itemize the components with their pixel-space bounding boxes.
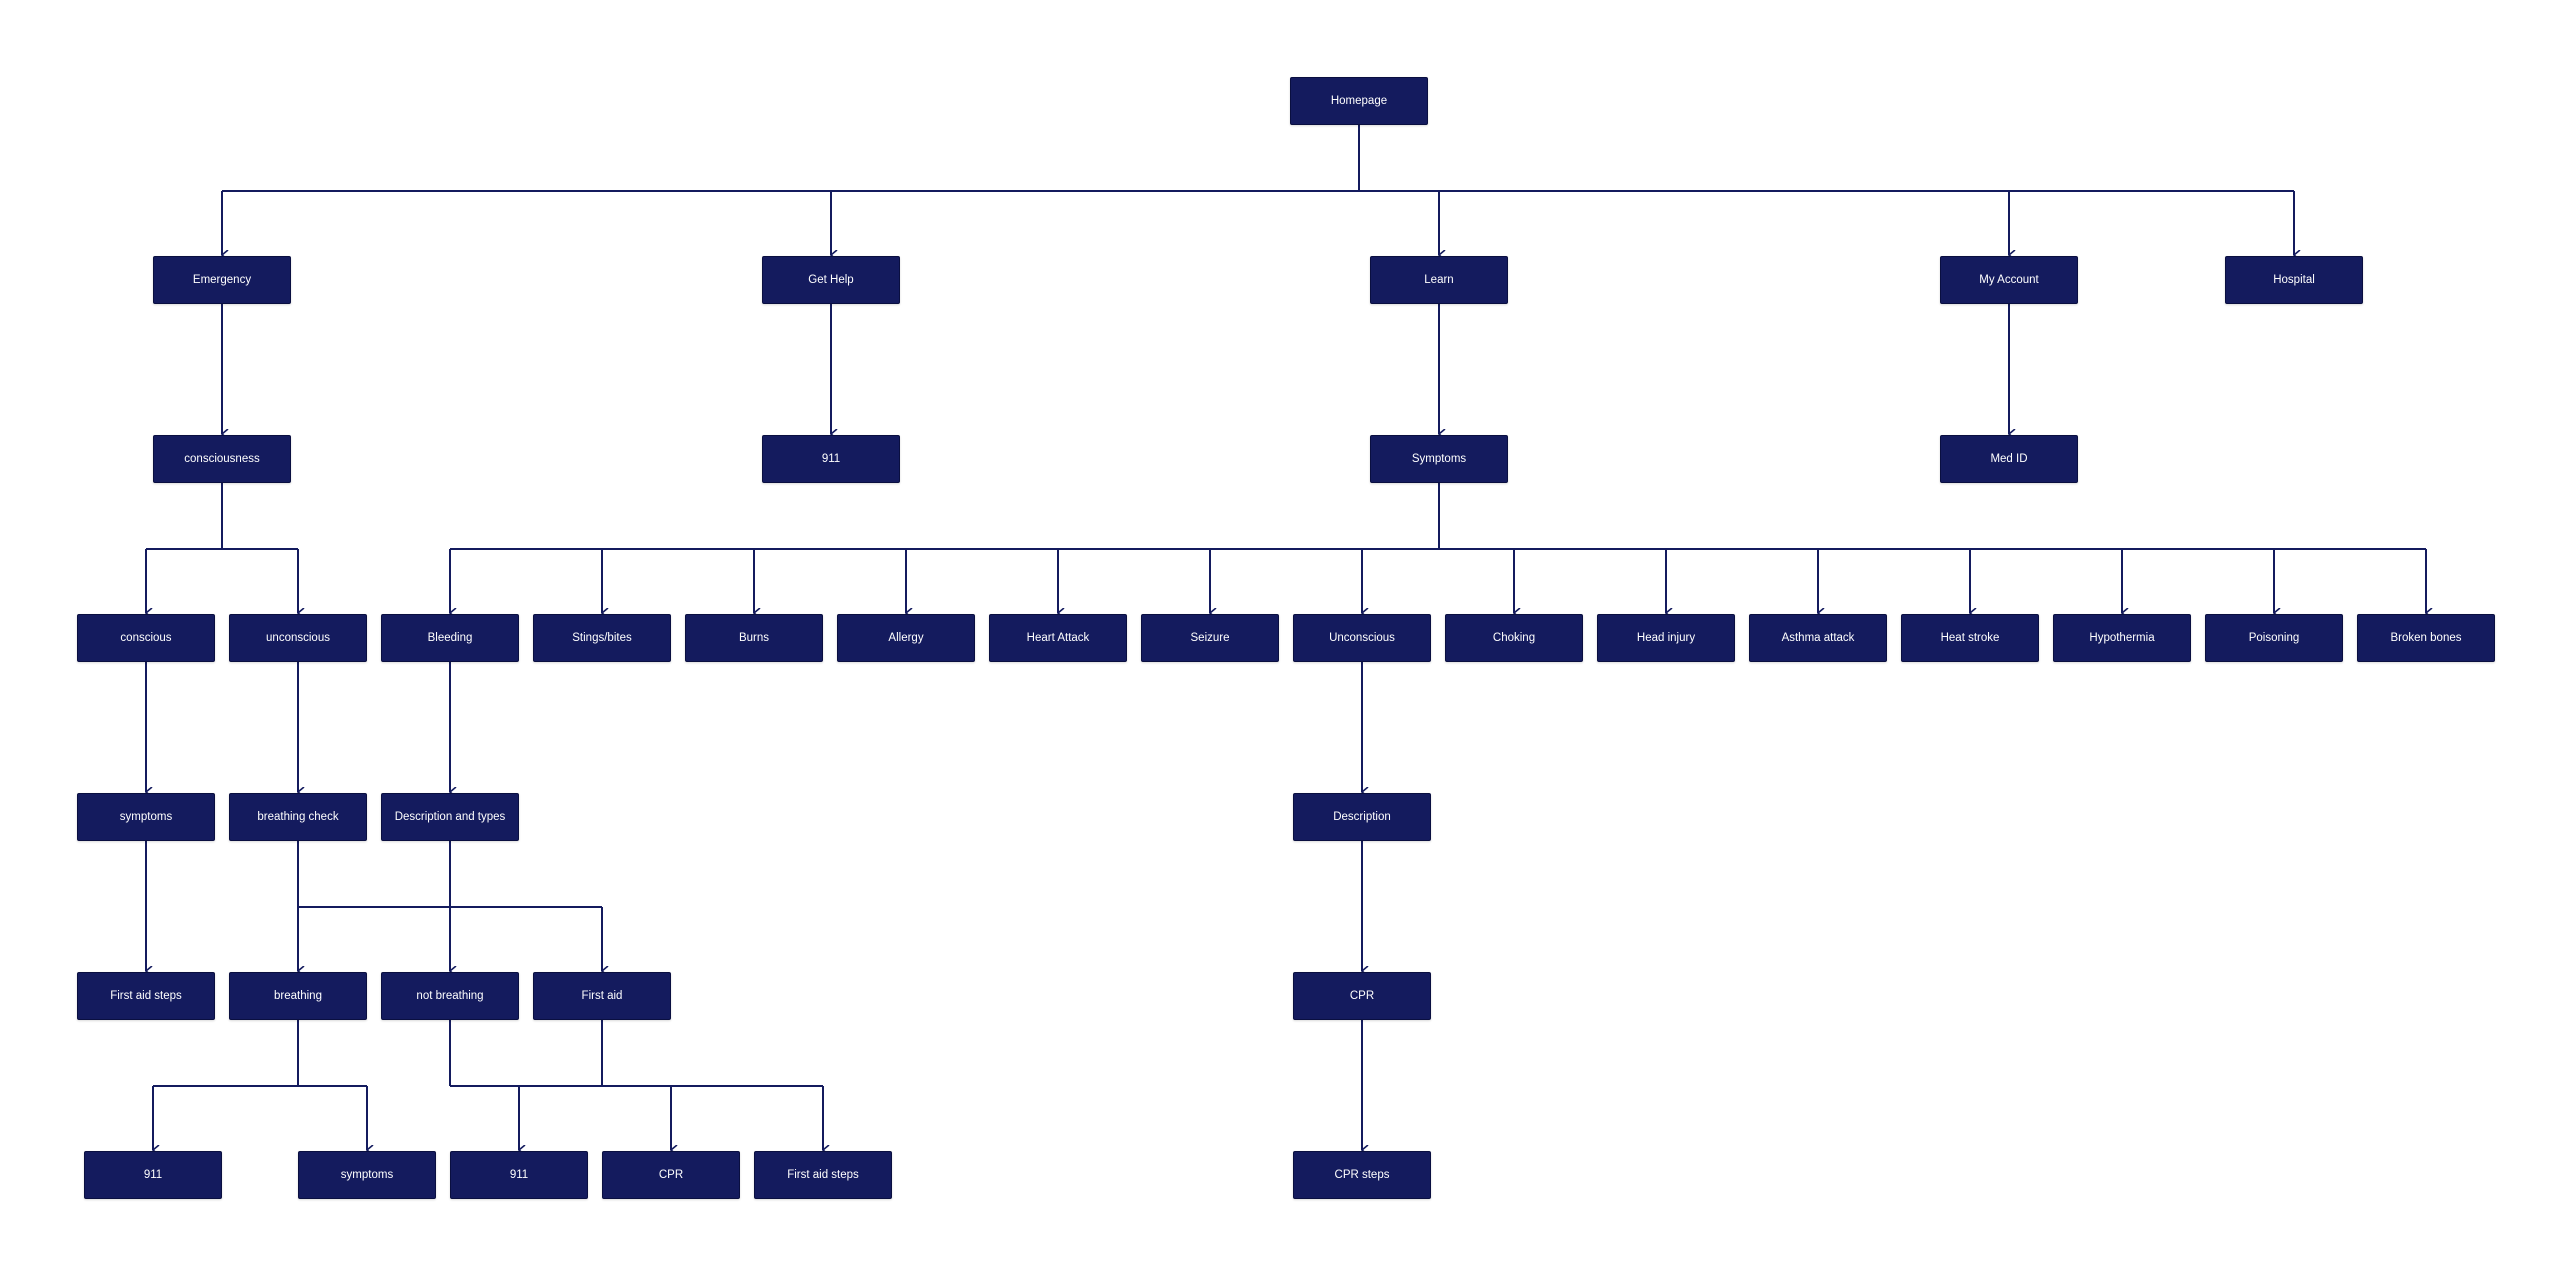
node-description[interactable]: Description xyxy=(1293,793,1431,841)
node-stings-bites[interactable]: Stings/bites xyxy=(533,614,671,662)
node-breathing[interactable]: breathing xyxy=(229,972,367,1020)
node-heart-attack[interactable]: Heart Attack xyxy=(989,614,1127,662)
node-unconscious-symptom[interactable]: Unconscious xyxy=(1293,614,1431,662)
node-allergy[interactable]: Allergy xyxy=(837,614,975,662)
node-not-breathing[interactable]: not breathing xyxy=(381,972,519,1020)
node-symptoms-conscious[interactable]: symptoms xyxy=(77,793,215,841)
node-first-aid[interactable]: First aid xyxy=(533,972,671,1020)
node-broken-bones[interactable]: Broken bones xyxy=(2357,614,2495,662)
node-911-help[interactable]: 911 xyxy=(762,435,900,483)
node-poisoning[interactable]: Poisoning xyxy=(2205,614,2343,662)
node-head-injury[interactable]: Head injury xyxy=(1597,614,1735,662)
node-cpr-steps[interactable]: CPR steps xyxy=(1293,1151,1431,1199)
node-med-id[interactable]: Med ID xyxy=(1940,435,2078,483)
node-choking[interactable]: Choking xyxy=(1445,614,1583,662)
node-cpr[interactable]: CPR xyxy=(1293,972,1431,1020)
node-911-not-breathing[interactable]: 911 xyxy=(450,1151,588,1199)
node-emergency[interactable]: Emergency xyxy=(153,256,291,304)
node-bleeding[interactable]: Bleeding xyxy=(381,614,519,662)
node-get-help[interactable]: Get Help xyxy=(762,256,900,304)
node-consciousness[interactable]: consciousness xyxy=(153,435,291,483)
node-learn[interactable]: Learn xyxy=(1370,256,1508,304)
node-homepage[interactable]: Homepage xyxy=(1290,77,1428,125)
node-conscious[interactable]: conscious xyxy=(77,614,215,662)
node-symptoms-breathing[interactable]: symptoms xyxy=(298,1151,436,1199)
node-heat-stroke[interactable]: Heat stroke xyxy=(1901,614,2039,662)
node-first-aid-steps[interactable]: First aid steps xyxy=(754,1151,892,1199)
node-description-and-types[interactable]: Description and types xyxy=(381,793,519,841)
node-seizure[interactable]: Seizure xyxy=(1141,614,1279,662)
node-cpr-not-breathing[interactable]: CPR xyxy=(602,1151,740,1199)
node-unconscious[interactable]: unconscious xyxy=(229,614,367,662)
node-hospital[interactable]: Hospital xyxy=(2225,256,2363,304)
node-911-breathing[interactable]: 911 xyxy=(84,1151,222,1199)
node-symptoms-main[interactable]: Symptoms xyxy=(1370,435,1508,483)
node-breathing-check[interactable]: breathing check xyxy=(229,793,367,841)
node-asthma-attack[interactable]: Asthma attack xyxy=(1749,614,1887,662)
node-burns[interactable]: Burns xyxy=(685,614,823,662)
node-my-account[interactable]: My Account xyxy=(1940,256,2078,304)
node-first-aid-steps-conscious[interactable]: First aid steps xyxy=(77,972,215,1020)
node-hypothermia[interactable]: Hypothermia xyxy=(2053,614,2191,662)
